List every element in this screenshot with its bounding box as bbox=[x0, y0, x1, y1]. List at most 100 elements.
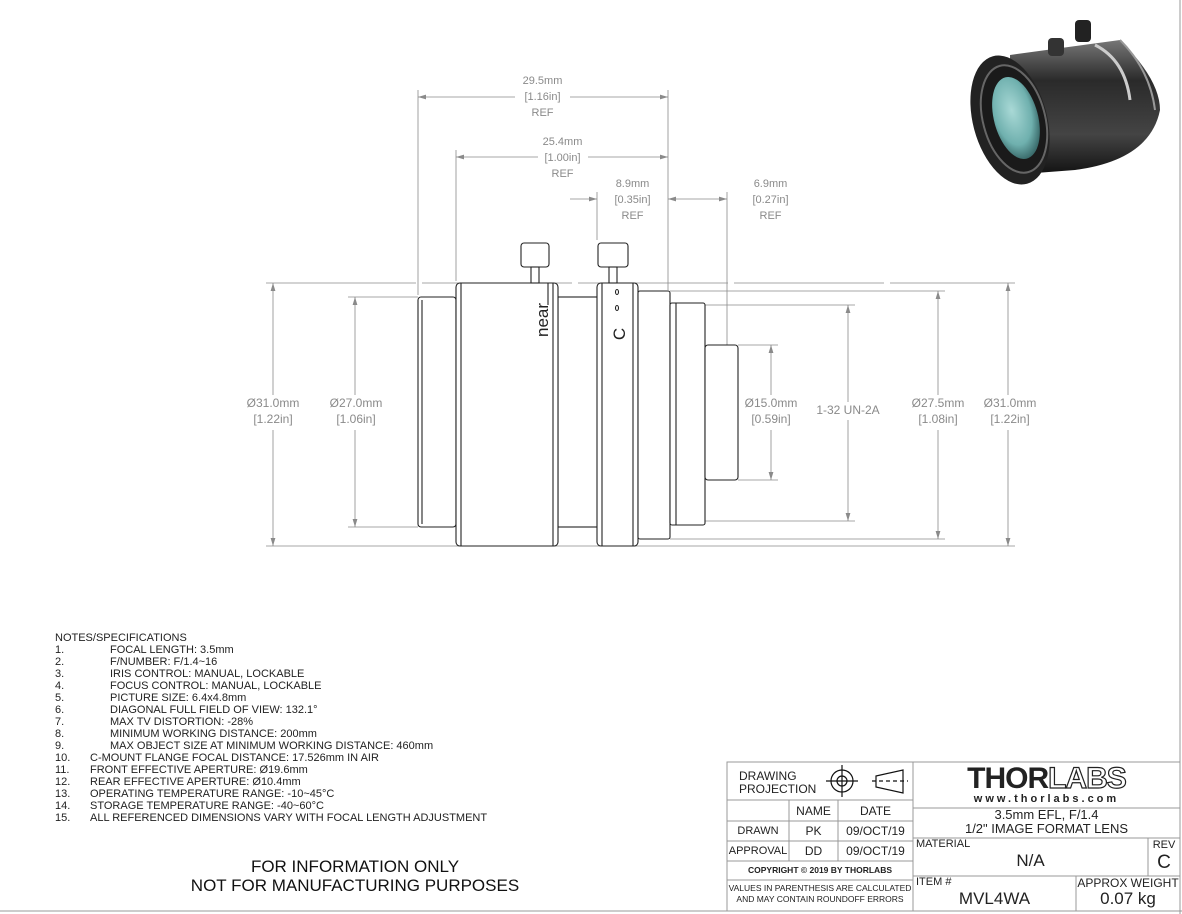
approval-label: APPROVAL bbox=[728, 845, 788, 857]
dim-note: REF bbox=[621, 210, 644, 222]
values-note: VALUES IN PARENTHESIS ARE CALCULATED AND… bbox=[727, 883, 913, 905]
rev-label: REV bbox=[1152, 839, 1176, 851]
drawn-label: DRAWN bbox=[737, 825, 779, 837]
drawing-title: 3.5mm EFL, F/1.4 1/2" IMAGE FORMAT LENS bbox=[913, 808, 1180, 836]
note-number: 5. bbox=[55, 692, 65, 704]
rev-value: C bbox=[1157, 852, 1171, 873]
dim-in: [0.59in] bbox=[751, 412, 791, 426]
dim-mm: 8.9mm bbox=[615, 178, 650, 190]
note-item: 10. C-MOUNT FLANGE FOCAL DISTANCE: 17.526… bbox=[55, 752, 487, 764]
copyright: COPYRIGHT © 2019 BY THORLABS bbox=[747, 865, 893, 875]
dim-mm: Ø27.0mm bbox=[329, 396, 383, 410]
disclaimer-line-1: FOR INFORMATION ONLY bbox=[250, 857, 460, 876]
drawing-title-2: 1/2" IMAGE FORMAT LENS bbox=[964, 821, 1129, 836]
note-number: 8. bbox=[55, 728, 65, 740]
note-text: IRIS CONTROL: MANUAL, LOCKABLE bbox=[110, 668, 305, 680]
dim-mm: Ø27.5mm bbox=[911, 396, 965, 410]
note-item: 15.ALL REFERENCED DIMENSIONS VARY WITH F… bbox=[55, 812, 487, 824]
note-number: 6. bbox=[55, 704, 65, 716]
note-text: F/NUMBER: F/1.4~16 bbox=[110, 656, 218, 668]
material-label: MATERIAL bbox=[916, 838, 971, 850]
approval-name: DD bbox=[804, 844, 823, 858]
lens-body bbox=[417, 242, 739, 547]
note-number: 1. bbox=[55, 644, 65, 656]
note-text: PICTURE SIZE: 6.4x4.8mm bbox=[110, 692, 247, 704]
dim-rear-dia: Ø15.0mm [0.59in] bbox=[741, 395, 801, 427]
dim-in: [1.16in] bbox=[524, 91, 561, 103]
website: www.thorlabs.com bbox=[973, 793, 1120, 805]
dim-mm: Ø31.0mm bbox=[983, 396, 1037, 410]
note-item: 14.STORAGE TEMPERATURE RANGE: -40~60°C bbox=[55, 800, 487, 812]
note-text: C-MOUNT FLANGE FOCAL DISTANCE: 17.526mm … bbox=[90, 752, 379, 764]
dim-in: [1.06in] bbox=[336, 412, 376, 426]
projection-label: DRAWING PROJECTION bbox=[739, 770, 816, 796]
note-text: DIAGONAL FULL FIELD OF VIEW: 132.1° bbox=[110, 704, 318, 716]
note-number: 10. bbox=[55, 752, 71, 764]
note-item: 1.FOCAL LENGTH: 3.5mm bbox=[55, 644, 487, 656]
col-name-header: NAME bbox=[796, 804, 831, 818]
dim-overall-length: 29.5mm [1.16in] REF bbox=[515, 73, 570, 121]
disclaimer-line-2: NOT FOR MANUFACTURING PURPOSES bbox=[190, 876, 520, 895]
note-item: 12. REAR EFFECTIVE APERTURE: Ø10.4mm bbox=[55, 776, 487, 788]
dim-mm: Ø15.0mm bbox=[744, 396, 798, 410]
note-number: 3. bbox=[55, 668, 65, 680]
note-number: 2. bbox=[55, 656, 65, 668]
dim-in: [1.00in] bbox=[544, 152, 581, 164]
note-text: MAX OBJECT SIZE AT MINIMUM WORKING DISTA… bbox=[110, 740, 434, 752]
dim-mm: 29.5mm bbox=[522, 75, 563, 87]
drawing-title-1: 3.5mm EFL, F/1.4 bbox=[994, 807, 1099, 822]
note-item: 5. PICTURE SIZE: 6.4x4.8mm bbox=[55, 692, 487, 704]
dim-mount-dia: Ø27.5mm [1.08in] bbox=[908, 395, 968, 427]
drawn-name: PK bbox=[805, 824, 822, 838]
note-number: 12. bbox=[55, 776, 71, 788]
dim-note: REF bbox=[551, 168, 574, 180]
dim-in: [1.08in] bbox=[918, 412, 958, 426]
item-label: ITEM # bbox=[916, 876, 952, 888]
dim-iris-ring: 8.9mm [0.35in] REF bbox=[605, 176, 660, 224]
dim-note: REF bbox=[759, 210, 782, 222]
note-text: MAX TV DISTORTION: -28% bbox=[110, 716, 254, 728]
note-item: 2. F/NUMBER: F/1.4~16 bbox=[55, 656, 487, 668]
lens-product-image bbox=[970, 20, 1160, 185]
notes-specifications: NOTES/SPECIFICATIONS 1.FOCAL LENGTH: 3.5… bbox=[55, 632, 487, 824]
dim-rear-length: 6.9mm [0.27in] REF bbox=[743, 176, 798, 224]
values-note-1: VALUES IN PARENTHESIS ARE CALCULATED bbox=[728, 883, 912, 893]
drawn-date: 09/OCT/19 bbox=[846, 824, 905, 838]
note-text: OPERATING TEMPERATURE RANGE: -10~45°C bbox=[90, 788, 335, 800]
note-text: FOCUS CONTROL: MANUAL, LOCKABLE bbox=[110, 680, 322, 692]
note-number: 9. bbox=[55, 740, 65, 752]
item-value: MVL4WA bbox=[958, 889, 1031, 908]
dim-rear-outer-dia: Ø31.0mm [1.22in] bbox=[980, 395, 1040, 427]
note-number: 7. bbox=[55, 716, 65, 728]
iris-marking: C bbox=[610, 328, 629, 340]
dim-front-inner-dia: Ø27.0mm [1.06in] bbox=[326, 395, 386, 427]
dim-in: [0.35in] bbox=[614, 194, 651, 206]
projection-label-2: PROJECTION bbox=[739, 782, 817, 796]
dim-mm: Ø31.0mm bbox=[246, 396, 300, 410]
dim-in: [1.22in] bbox=[990, 412, 1030, 426]
note-item: 6. DIAGONAL FULL FIELD OF VIEW: 132.1° bbox=[55, 704, 487, 716]
dim-in: [1.22in] bbox=[253, 412, 293, 426]
logo-labs: LABS bbox=[1048, 761, 1128, 795]
note-item: 13. OPERATING TEMPERATURE RANGE: -10~45°C bbox=[55, 788, 487, 800]
note-item: 8.MINIMUM WORKING DISTANCE: 200mm bbox=[55, 728, 487, 740]
logo-thor: THOR bbox=[967, 762, 1049, 795]
note-item: 4.FOCUS CONTROL: MANUAL, LOCKABLE bbox=[55, 680, 487, 692]
values-note-2: AND MAY CONTAIN ROUNDOFF ERRORS bbox=[736, 894, 904, 904]
note-number: 13. bbox=[55, 788, 71, 800]
note-text: REAR EFFECTIVE APERTURE: Ø10.4mm bbox=[90, 776, 301, 788]
dim-thread: 1-32 UN-2A bbox=[813, 403, 883, 417]
dim-mm: 25.4mm bbox=[542, 136, 583, 148]
note-item: 7. MAX TV DISTORTION: -28% bbox=[55, 716, 487, 728]
notes-title: NOTES/SPECIFICATIONS bbox=[55, 632, 187, 644]
weight-value: 0.07 kg bbox=[1100, 889, 1156, 908]
dim-in: [0.27in] bbox=[752, 194, 789, 206]
weight-label: APPROX WEIGHT bbox=[1077, 876, 1179, 890]
dim-mm: 6.9mm bbox=[753, 178, 788, 190]
projection-label-1: DRAWING bbox=[739, 769, 797, 783]
note-text: STORAGE TEMPERATURE RANGE: -40~60°C bbox=[90, 800, 324, 812]
thorlabs-logo: THORLABS bbox=[913, 761, 1180, 796]
note-text: ALL REFERENCED DIMENSIONS VARY WITH FOCA… bbox=[90, 812, 488, 824]
note-item: 11.FRONT EFFECTIVE APERTURE: Ø19.6mm bbox=[55, 764, 487, 776]
